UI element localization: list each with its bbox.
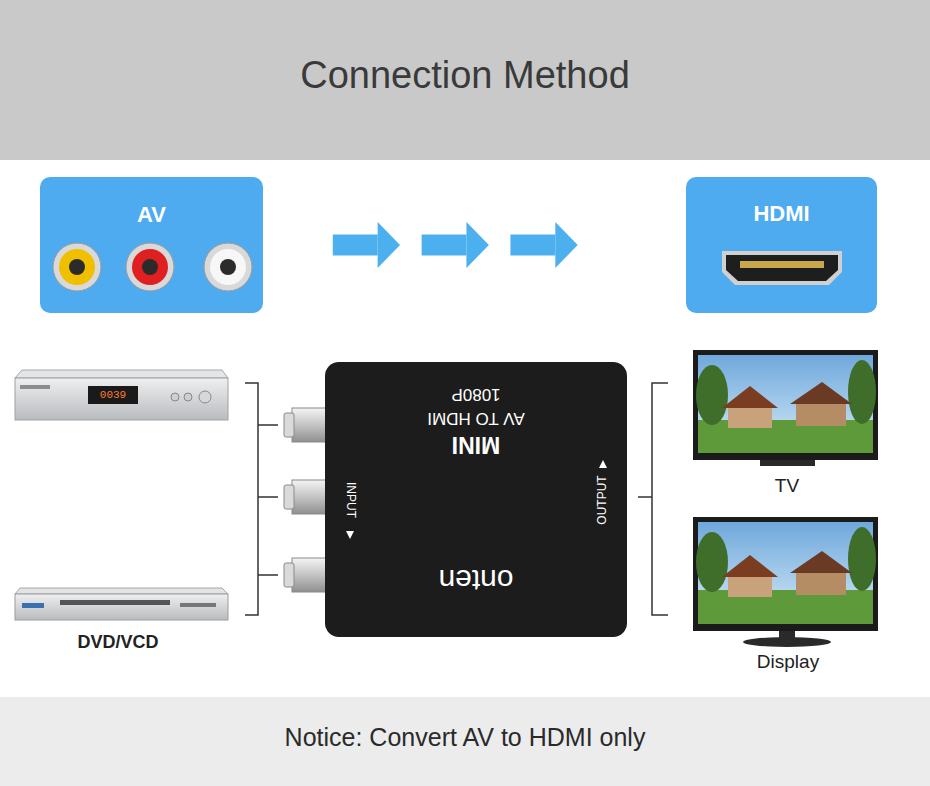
tv-set — [693, 350, 878, 466]
arrow-head — [555, 222, 577, 268]
player-front — [15, 594, 228, 620]
port-body — [726, 255, 838, 281]
monitor-frame — [693, 517, 878, 631]
monitor-base — [743, 637, 831, 647]
input-triangle — [346, 531, 354, 539]
screen-roof — [722, 555, 778, 577]
device-text: MINI — [452, 431, 501, 456]
disc-tray — [60, 600, 170, 605]
title-band — [0, 0, 930, 160]
screen-grass — [698, 420, 873, 453]
box-top — [15, 370, 228, 378]
signal-box: HDMI — [686, 177, 877, 313]
rca-port — [292, 408, 326, 442]
player-buttons — [180, 603, 216, 607]
box-heading: HDMI — [753, 202, 809, 226]
screen-house — [796, 573, 846, 595]
device-label: TV — [775, 476, 799, 497]
tv-stand — [760, 460, 815, 466]
yellow-jack — [59, 249, 95, 285]
device-text: AV TO HDMI — [427, 409, 524, 428]
white-jack — [210, 249, 246, 285]
signal-box: AV — [40, 177, 263, 313]
box-logo — [20, 385, 50, 389]
screen-tree — [848, 360, 876, 424]
notice-caption: Notice: Convert AV to HDMI only — [0, 723, 930, 752]
screen-tree — [696, 532, 728, 592]
box-heading: AV — [137, 203, 166, 227]
arrow-head — [466, 222, 488, 268]
rca-port-tip — [284, 563, 294, 587]
screen-tree — [696, 365, 728, 425]
jack-rim — [204, 243, 252, 291]
box-knob — [199, 391, 211, 403]
box-button — [171, 393, 179, 401]
screen-roof — [790, 382, 852, 404]
screen-house — [796, 404, 846, 426]
jack-hole — [69, 259, 85, 275]
block-arrows — [263, 222, 686, 268]
rca-port-tip — [284, 413, 294, 437]
monitor — [693, 517, 878, 647]
jack-hole — [220, 259, 236, 275]
player-logo — [22, 603, 44, 608]
rca-port — [292, 558, 326, 592]
port-shell — [722, 251, 842, 285]
screen-roof — [722, 386, 778, 408]
device-text: 1080P — [451, 385, 500, 404]
tv-frame — [693, 350, 878, 460]
output-bracket — [652, 383, 668, 615]
set-top-box — [15, 370, 228, 420]
dvd-player — [15, 588, 228, 620]
page-title: Connection Method — [0, 54, 930, 97]
screen-house — [728, 408, 772, 428]
player-top — [15, 588, 228, 594]
port-triangles — [346, 460, 607, 539]
screen-house — [728, 577, 772, 597]
jack-rim — [53, 243, 101, 291]
device-text: INPUT — [343, 482, 356, 518]
output-triangle — [599, 460, 607, 468]
jack-rim — [126, 243, 174, 291]
screen-grass — [698, 590, 873, 624]
output-lead — [638, 496, 652, 498]
arrow-head — [378, 222, 400, 268]
box-front — [15, 378, 228, 420]
rca-ports — [284, 408, 326, 592]
converter-box: 1080P AV TO HDMI MINI onten INPUT OUTPUT — [325, 362, 627, 637]
jack-hole — [142, 259, 158, 275]
device-label: Display — [757, 652, 819, 673]
box-display — [88, 386, 138, 404]
rca-jacks — [53, 243, 252, 291]
hdmi-port — [722, 251, 842, 285]
box-button — [184, 393, 192, 401]
red-jack — [132, 249, 168, 285]
device-label: DVD/VCD — [77, 633, 158, 653]
screen-tree — [848, 527, 876, 591]
screen-roof — [790, 551, 852, 573]
input-bracket — [245, 383, 258, 615]
display-digits: 0039 — [100, 389, 126, 401]
caption-band — [0, 697, 930, 786]
rca-port — [292, 480, 326, 514]
device-text: OUTPUT — [596, 475, 609, 524]
rca-port-tip — [284, 485, 294, 509]
port-pins — [740, 261, 824, 268]
device-text: onten — [438, 564, 513, 597]
input-leads — [258, 425, 278, 575]
